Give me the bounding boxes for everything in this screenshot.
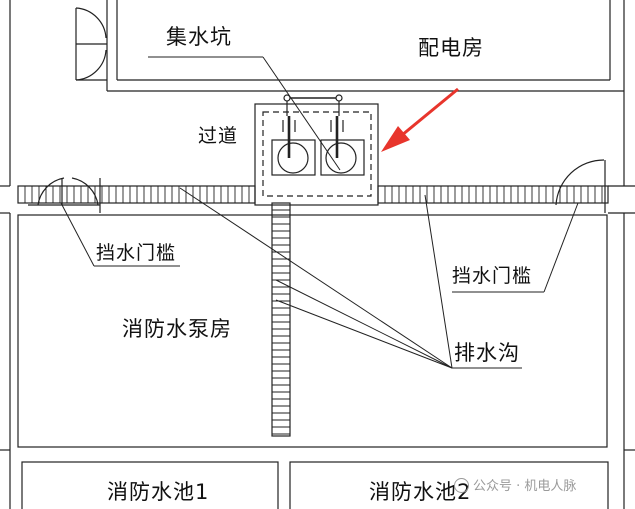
pool-1-outline bbox=[21, 461, 279, 509]
leader-lines bbox=[60, 56, 579, 369]
sump-label: 集水坑 bbox=[166, 25, 232, 49]
red-arrow-icon bbox=[381, 87, 459, 152]
pool-1-label: 消防水池1 bbox=[107, 480, 210, 504]
distribution-room-walls bbox=[106, 0, 624, 92]
watermark: 公众号 · 机电人脉 bbox=[454, 475, 576, 494]
wechat-logo-icon bbox=[454, 478, 469, 493]
right-door-symbol bbox=[555, 159, 606, 213]
sump-pit bbox=[254, 94, 379, 206]
left-door-symbol bbox=[28, 177, 101, 213]
pump-room-label: 消防水泵房 bbox=[122, 317, 232, 341]
curb-right-label: 挡水门槛 bbox=[452, 265, 533, 287]
vertical-drain-trench bbox=[271, 202, 291, 437]
curb-left-label: 挡水门槛 bbox=[96, 242, 177, 264]
drain-trench-strip bbox=[17, 185, 609, 204]
drain-trench-label: 排水沟 bbox=[454, 341, 520, 365]
double-door-symbol bbox=[75, 7, 107, 81]
pool-2-outline bbox=[289, 461, 609, 509]
pool-2-label: 消防水池2 bbox=[369, 480, 472, 504]
pump-room-outline bbox=[17, 214, 608, 448]
watermark-text: 公众号 · 机电人脉 bbox=[473, 479, 577, 494]
distribution-room-label: 配电房 bbox=[418, 36, 484, 60]
passage-label: 过道 bbox=[198, 125, 239, 147]
